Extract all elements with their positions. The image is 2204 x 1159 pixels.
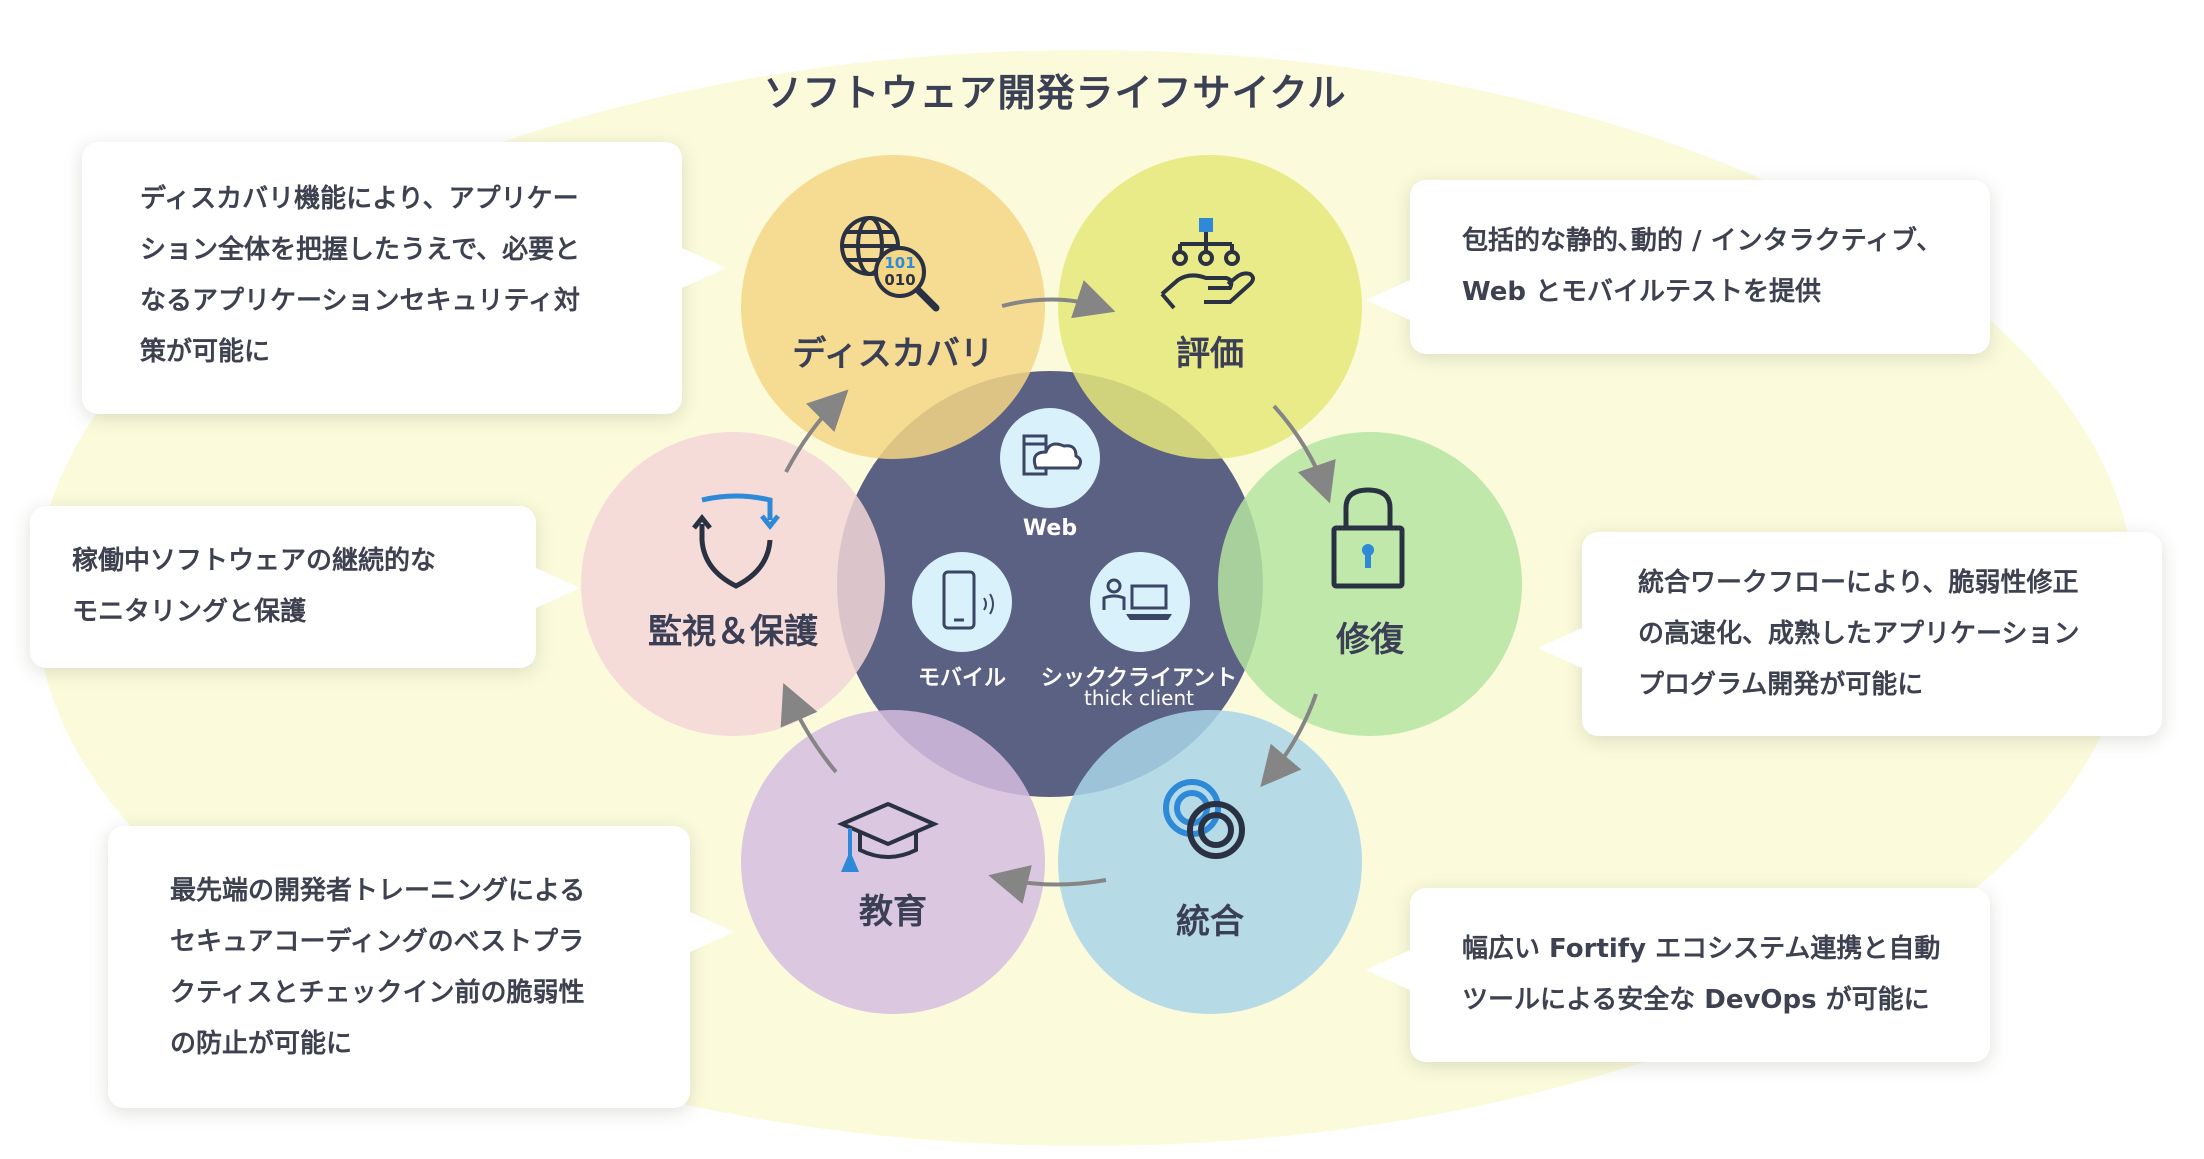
label-remediate: 修復: [1336, 620, 1404, 660]
globe-binary-magnifier-icon: 101 010: [840, 216, 940, 312]
callout-educate-tail: [690, 912, 734, 952]
callout-educate-line-4: の防止が可能に: [170, 1029, 353, 1059]
callout-educate-line-1: 最先端の開発者トレーニングによる: [170, 876, 586, 906]
label-evaluate: 評価: [1176, 334, 1244, 374]
label-web: Web: [1022, 516, 1078, 541]
callout-educate-line-3: クティスとチェックイン前の脆弱性: [170, 978, 585, 1008]
circle-evaluate: [1058, 155, 1362, 459]
callout-remediate-line-3: プログラム開発が可能に: [1638, 670, 1924, 700]
label-discovery: ディスカバリ: [792, 334, 994, 374]
padlock-icon: [1331, 487, 1405, 589]
callout-monitor-line-2: モニタリングと保護: [72, 597, 307, 627]
callout-remediate-tail: [1538, 628, 1582, 668]
smartphone-icon: [912, 552, 1012, 652]
hand-hierarchy-icon: [1160, 218, 1255, 310]
callout-remediate-line-1: 統合ワークフローにより、脆弱性修正: [1638, 568, 2079, 598]
callout-educate: 最先端の開発者トレーニングによる セキュアコーディングのベストプラ クティスとチ…: [108, 826, 734, 1108]
callout-discovery: ディスカバリ機能により、アプリケー ション全体を把握したうえで、必要と なるアプ…: [82, 142, 726, 414]
callout-discovery-line-4: 策が可能に: [140, 337, 271, 367]
callout-integrate: 幅広い Fortify エコシステム連携と自動 ツールによる安全な DevOps…: [1366, 888, 1990, 1062]
browser-cloud-icon: [1000, 408, 1100, 508]
callout-monitor: 稼働中ソフトウェアの継続的な モニタリングと保護: [30, 506, 580, 668]
label-monitor: 監視＆保護: [648, 612, 818, 652]
center-platform-circle: [837, 371, 1263, 797]
callout-integrate-line-1: 幅広い Fortify エコシステム連携と自動: [1462, 934, 1941, 964]
label-integrate: 統合: [1176, 902, 1244, 942]
arrow-monitor-to-discovery: [784, 389, 849, 473]
user-laptop-icon: [1090, 552, 1190, 652]
callout-discovery-line-3: なるアプリケーションセキュリティ対: [140, 286, 580, 316]
callout-discovery-line-1: ディスカバリ機能により、アプリケー: [140, 184, 579, 214]
callout-monitor-line-1: 稼働中ソフトウェアの継続的な: [72, 546, 437, 576]
arrow-evaluate-to-remediate: [1272, 404, 1336, 504]
circle-discovery: [741, 155, 1045, 459]
label-mobile: モバイル: [917, 666, 1006, 691]
callout-remediate: 統合ワークフローにより、脆弱性修正 の高速化、成熟したアプリケーション プログラ…: [1538, 532, 2162, 736]
callout-evaluate-line-2: Web とモバイルテストを提供: [1462, 277, 1822, 307]
shield-refresh-icon: [692, 493, 780, 589]
arrow-remediate-to-integrate: [1260, 693, 1318, 788]
callout-evaluate-tail: [1366, 280, 1410, 320]
callout-remediate-line-2: の高速化、成熟したアプリケーション: [1638, 619, 2080, 649]
diagram-title: ソフトウェア開発ライフサイクル: [763, 71, 1347, 115]
arrow-discovery-to-evaluate: [1001, 280, 1116, 319]
arrow-educate-to-monitor: [780, 682, 838, 774]
circle-educate: [741, 710, 1045, 1014]
label-educate: 教育: [859, 892, 927, 932]
svg-text:101: 101: [884, 254, 915, 272]
label-thick-client-en: thick client: [1084, 686, 1194, 710]
callout-evaluate: 包括的な静的､動的 / インタラクティブ、 Web とモバイルテストを提供: [1366, 180, 1990, 354]
graduation-cap-icon: [836, 801, 940, 872]
arrow-integrate-to-educate: [988, 865, 1107, 904]
linked-rings-icon: [1163, 779, 1245, 859]
label-thick-client: シッククライアント: [1040, 666, 1238, 691]
callout-integrate-line-2: ツールによる安全な DevOps が可能に: [1462, 985, 1930, 1015]
callout-discovery-tail: [682, 248, 726, 288]
callout-monitor-tail: [536, 568, 580, 608]
circle-integrate: [1058, 710, 1362, 1014]
callout-educate-line-2: セキュアコーディングのベストプラ: [170, 927, 585, 957]
svg-text:010: 010: [884, 271, 915, 289]
callout-evaluate-line-1: 包括的な静的､動的 / インタラクティブ、: [1462, 226, 1943, 256]
callout-discovery-line-2: ション全体を把握したうえで、必要と: [140, 235, 581, 265]
callout-integrate-tail: [1366, 950, 1410, 990]
